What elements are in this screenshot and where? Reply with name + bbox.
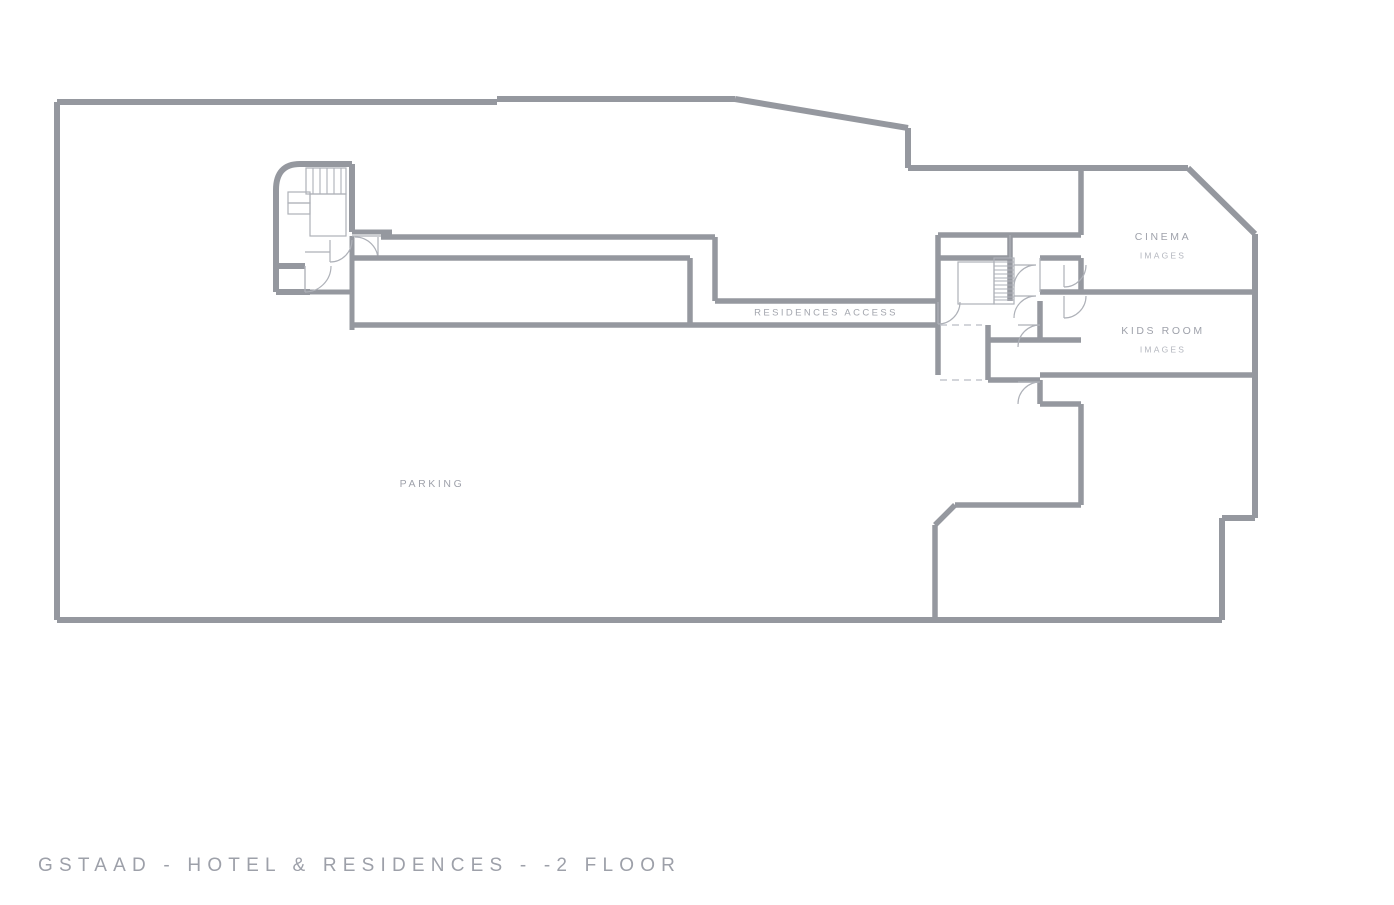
stair-west-side-box-lower <box>287 202 311 215</box>
west-core-thin-lines <box>304 235 392 292</box>
opening-marks <box>940 324 982 381</box>
room-label-cinema: CINEMA <box>1135 231 1191 243</box>
door-swing-w1 <box>304 265 332 293</box>
curved-wall-northwest <box>273 161 352 252</box>
east-wing-partitions <box>1040 255 1255 378</box>
door-swing-core-1 <box>1013 264 1037 288</box>
stair-core-treads <box>994 261 1014 301</box>
stair-west-shaft <box>309 193 347 237</box>
door-swing-cinema <box>1063 264 1087 288</box>
stair-west <box>287 167 347 237</box>
room-sublabel-kids-room: IMAGES <box>1140 344 1186 354</box>
building-outline <box>54 96 1258 623</box>
door-swing-w3 <box>329 239 353 263</box>
elevator-core-box <box>957 261 995 305</box>
thin-jamb-lines <box>1009 235 1041 292</box>
door-swings-west <box>304 236 379 293</box>
door-swing-kids <box>1063 295 1087 319</box>
door-swing-corridor-end <box>937 301 961 325</box>
door-swing-core-3 <box>1017 324 1041 348</box>
room-label-parking: PARKING <box>400 478 465 490</box>
west-service-core <box>273 161 355 295</box>
corridor-label-residences-access: RESIDENCES ACCESS <box>754 308 898 319</box>
stair-west-outline <box>305 167 347 195</box>
exterior-wall-north-diagonal <box>734 96 909 131</box>
door-swing-core-2 <box>1013 295 1037 319</box>
door-swings-core <box>937 264 1087 405</box>
door-swing-core-4 <box>1017 381 1041 405</box>
exterior-wall-chamfer <box>1185 165 1258 237</box>
room-label-kids-room: KIDS ROOM <box>1121 325 1205 337</box>
stair-core <box>957 257 1015 305</box>
core-wall-south-diagonal <box>933 503 957 527</box>
room-sublabel-cinema: IMAGES <box>1140 250 1186 260</box>
residences-access-corridor <box>352 234 938 328</box>
plan-title: GSTAAD - HOTEL & RESIDENCES - -2 FLOOR <box>38 855 682 876</box>
central-core <box>932 168 1084 620</box>
stair-west-treads <box>312 168 342 194</box>
